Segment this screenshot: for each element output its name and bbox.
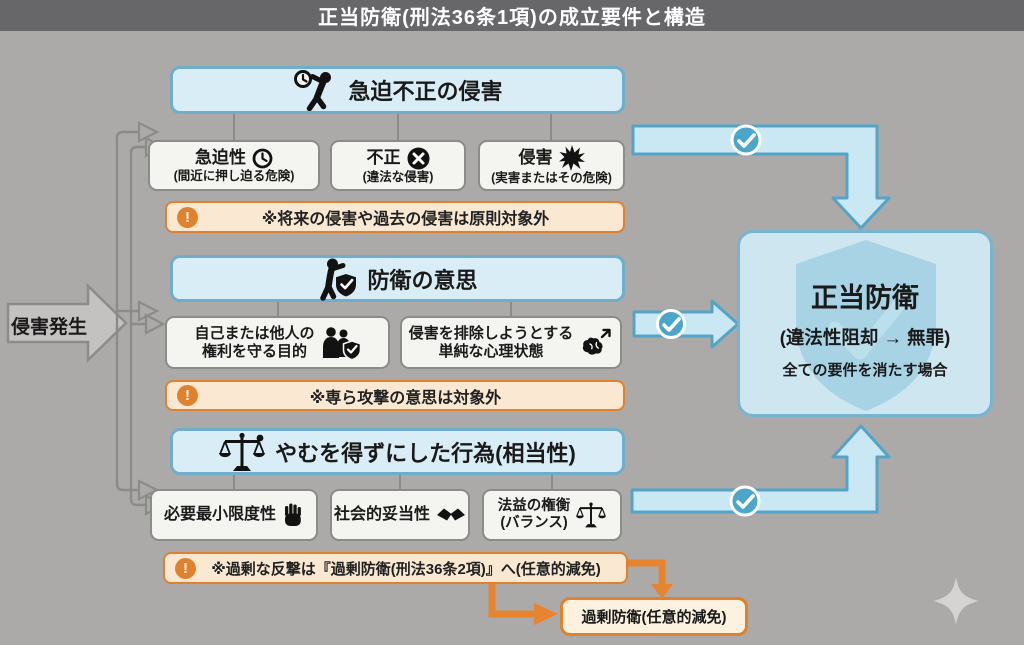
source-label: 侵害発生	[10, 317, 87, 338]
result-title: 正当防衛	[811, 282, 919, 313]
item-subtitle: (実害またはその危険)	[491, 171, 612, 186]
item-title: 侵害	[518, 148, 553, 168]
note-text: ※専ら攻撃の意思は対象外	[309, 389, 502, 407]
item-title: 不正	[366, 148, 401, 168]
item-psychological-state: 侵害を排除しようとする 単純な心理状態	[400, 316, 622, 369]
clock-icon	[252, 148, 273, 169]
item-title: 侵害を排除しようとする	[408, 324, 574, 342]
item-infringement: 侵害 (実害またはその危険)	[478, 140, 625, 191]
shield-watermark-icon	[790, 238, 942, 414]
item-title-line2: 権利を守る目的	[201, 342, 307, 360]
section-unavoidable-act: やむを得ずにした行為(相当性)	[170, 428, 625, 475]
hand-icon	[282, 503, 304, 527]
note-excess-defense: ! ※過剰な反撃は『過剰防衛(刑法36条2項)』へ(任意的減免)	[163, 552, 628, 584]
item-title-line2: 単純な心理状態	[438, 342, 544, 360]
diagram-header: 正当防衛(刑法36条1項)の成立要件と構造	[0, 0, 1024, 31]
item-subtitle: (違法な侵害)	[362, 169, 434, 184]
arrow-excess-left	[488, 584, 534, 618]
x-circle-icon	[407, 147, 430, 170]
item-minimum-necessity: 必要最小限度性	[150, 489, 318, 541]
item-title: 急迫性	[195, 148, 246, 168]
scales-icon	[576, 501, 607, 529]
item-social-appropriateness: 社会的妥当性	[330, 489, 470, 541]
item-unlawfulness: 不正 (違法な侵害)	[330, 140, 466, 191]
brain-arrow-icon	[579, 327, 613, 359]
source-arrow	[6, 283, 128, 363]
note-text: ※将来の侵害や過去の侵害は原則対象外	[261, 211, 550, 228]
section-title: 防衛の意思	[367, 267, 478, 293]
person-clock-icon	[292, 69, 338, 111]
excess-defense-label: 過剰防衛(任意的減免)	[581, 609, 727, 626]
section-intent-to-defend: 防衛の意思	[170, 255, 625, 302]
section-imminent-unlawful-infringement: 急迫不正の侵害	[170, 66, 625, 114]
burst-icon	[558, 145, 585, 172]
section-title: やむを得ずにした行為(相当性)	[275, 440, 576, 466]
note-future-past-excluded: ! ※将来の侵害や過去の侵害は原則対象外	[165, 201, 625, 233]
defender-shield-icon	[317, 257, 357, 301]
excess-defense-box: 過剰防衛(任意的減免)	[560, 597, 748, 636]
check-icon	[656, 309, 686, 339]
item-title: 社会的妥当性	[333, 505, 430, 523]
page-title: 正当防衛(刑法36条1項)の成立要件と構造	[318, 7, 706, 29]
warning-icon: !	[175, 557, 196, 579]
check-icon	[730, 124, 762, 156]
item-title: 自己または他人の	[194, 324, 315, 342]
result-caption: 全ての要件を消たす場合	[782, 361, 948, 379]
note-attack-intent-excluded: ! ※専ら攻撃の意思は対象外	[165, 380, 625, 411]
handshake-icon	[436, 506, 466, 524]
arrow-requirement-3	[630, 424, 891, 514]
note-text: ※過剰な反撃は『過剰防衛(刑法36条2項)』へ(任意的減免)	[211, 560, 601, 578]
warning-icon: !	[177, 385, 198, 406]
scales-icon	[219, 431, 266, 473]
item-subtitle: (間近に押し迫る危険)	[173, 168, 295, 183]
check-icon	[729, 485, 761, 517]
family-shield-icon	[321, 326, 361, 360]
item-title: 法益の権衡	[497, 497, 571, 514]
item-title: 必要最小限度性	[163, 505, 276, 523]
item-title-line2: (バランス)	[500, 515, 568, 531]
item-balance-of-interests: 法益の権衡 (バランス)	[482, 489, 622, 541]
result-subtitle: (違法性阻却 → 無罪)	[779, 326, 951, 348]
warning-icon: !	[177, 206, 198, 228]
item-imminence: 急迫性 (間近に押し迫る危険)	[148, 140, 320, 191]
section-title: 急迫不正の侵害	[348, 79, 503, 104]
item-protect-rights: 自己または他人の 権利を守る目的	[165, 316, 390, 369]
result-legitimate-defense: 正当防衛 (違法性阻却 → 無罪) 全ての要件を消たす場合	[737, 230, 993, 417]
sparkle-icon	[933, 577, 979, 625]
arrow-excess-right	[625, 559, 666, 585]
